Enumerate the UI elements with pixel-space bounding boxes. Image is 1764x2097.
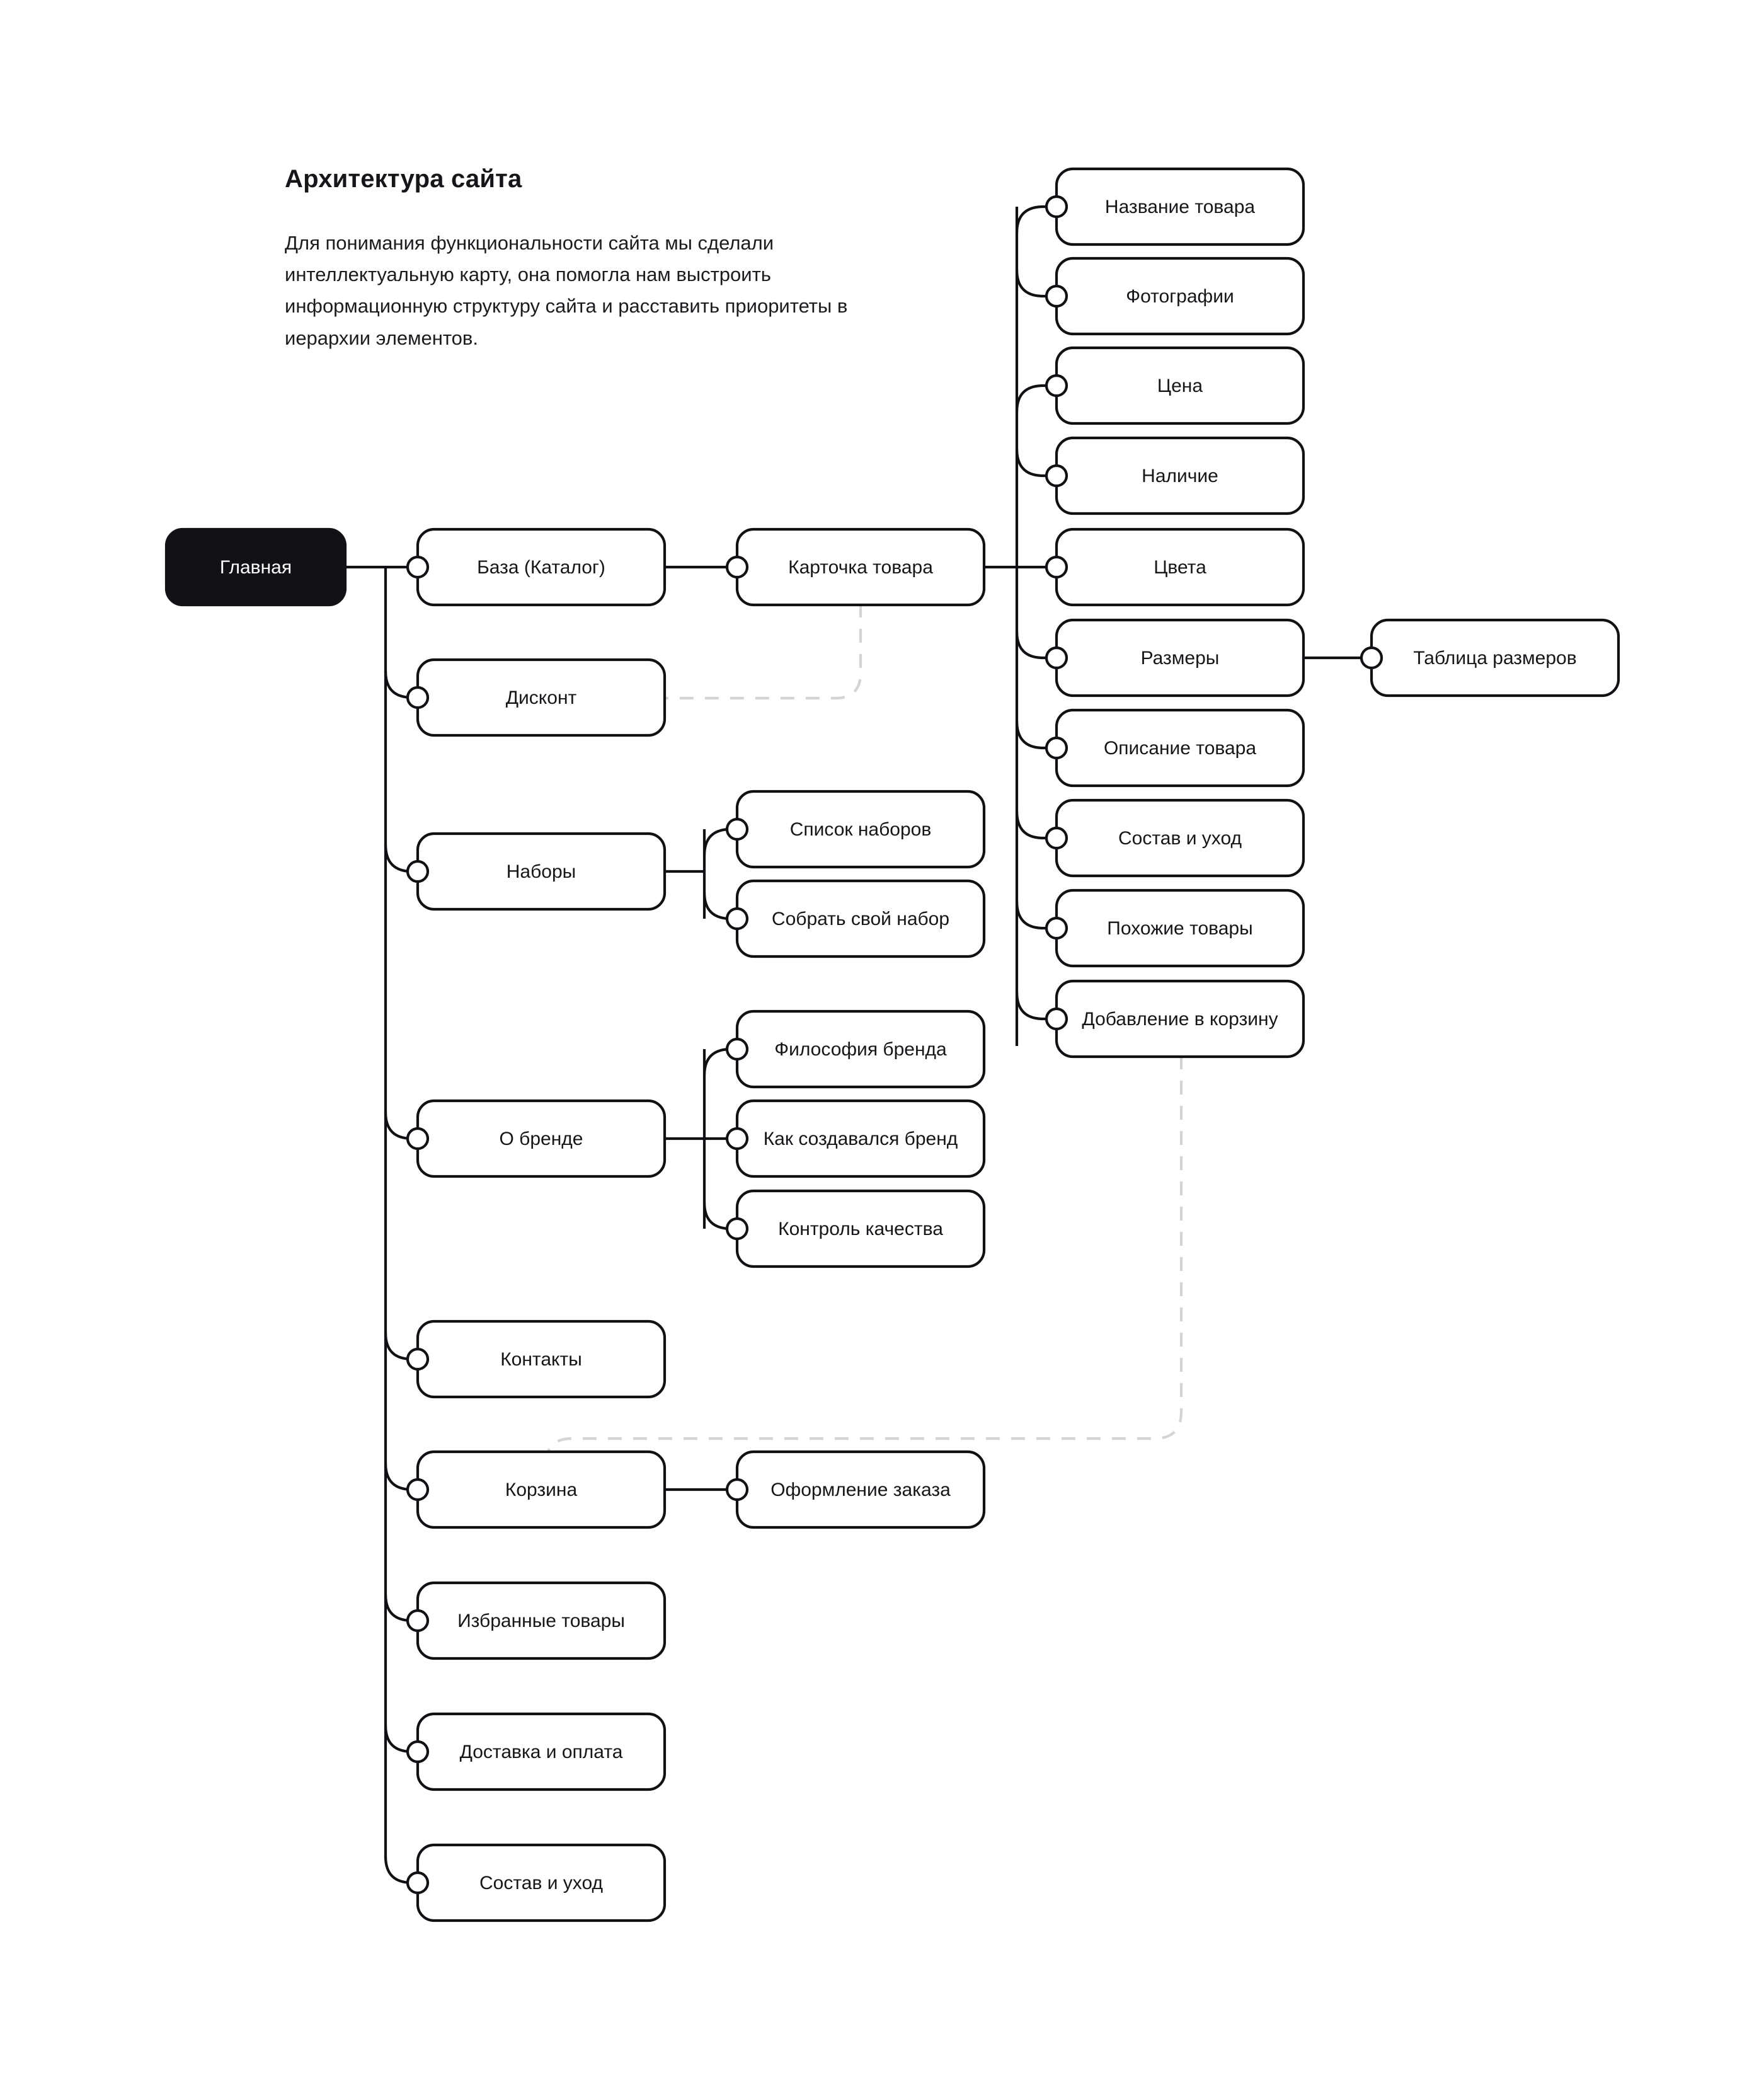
node-cart-label: Корзина (505, 1479, 578, 1500)
node-p-price[interactable]: Цена (1045, 346, 1305, 425)
node-checkout[interactable]: Оформление заказа (725, 1450, 986, 1529)
connector-knob-icon (1045, 1007, 1068, 1031)
node-delivery[interactable]: Доставка и оплата (406, 1712, 667, 1791)
node-about[interactable]: О бренде (406, 1099, 667, 1178)
node-brand-history[interactable]: Как создавался бренд (725, 1099, 986, 1178)
connector-knob-icon (406, 1127, 430, 1151)
connector-knob-icon (1045, 916, 1068, 940)
node-p-stock-label: Наличие (1142, 466, 1218, 486)
node-p-name[interactable]: Название товара (1045, 167, 1305, 246)
node-checkout-label: Оформление заказа (770, 1479, 951, 1500)
node-p-similar[interactable]: Похожие товары (1045, 888, 1305, 968)
connector-knob-icon (725, 1037, 749, 1061)
node-p-similar-label: Похожие товары (1107, 918, 1252, 939)
node-p-sizes[interactable]: Размеры (1045, 618, 1305, 698)
node-size-table-label: Таблица размеров (1413, 648, 1576, 669)
edge-pc-price (1015, 384, 1057, 413)
node-contacts[interactable]: Контакты (406, 1319, 667, 1399)
connector-knob-icon (725, 817, 749, 841)
edge-pc-stock (1015, 448, 1057, 478)
node-catalog-label: База (Каталог) (477, 557, 605, 578)
connector-knob-icon (406, 1740, 430, 1764)
node-p-colors-label: Цвета (1154, 557, 1206, 578)
connector-knob-icon (1045, 464, 1068, 488)
connector-knob-icon (725, 1217, 749, 1241)
node-sets-list[interactable]: Список наборов (725, 790, 986, 869)
node-p-photos[interactable]: Фотографии (1045, 256, 1305, 336)
connector-knob-icon (1045, 195, 1068, 219)
connector-knob-icon (406, 1347, 430, 1371)
node-discount[interactable]: Дисконт (406, 658, 667, 737)
edge-pc-care (1015, 810, 1057, 840)
connector-knob-icon (1045, 646, 1068, 670)
connector-knob-icon (725, 1127, 749, 1151)
node-care-label: Состав и уход (479, 1873, 603, 1893)
node-p-stock[interactable]: Наличие (1045, 436, 1305, 515)
edge-dashed-productcard-discount (665, 604, 862, 700)
node-contacts-label: Контакты (500, 1349, 582, 1370)
edge-pc-similar (1015, 900, 1057, 930)
edge-pc-sizes (1015, 631, 1057, 660)
node-p-price-label: Цена (1157, 376, 1203, 396)
edge-pc-addcart (1015, 991, 1057, 1021)
connector-knob-icon (406, 859, 430, 883)
node-home-label: Главная (220, 557, 292, 578)
connector-knob-icon (406, 686, 430, 710)
connector-knob-icon (1045, 284, 1068, 308)
node-product-card[interactable]: Карточка товара (725, 527, 986, 607)
page-title: Архитектура сайта (285, 165, 522, 193)
connector-knob-icon (725, 555, 749, 579)
node-about-label: О бренде (500, 1129, 583, 1149)
connector-knob-icon (1045, 374, 1068, 398)
node-p-addcart[interactable]: Добавление в корзину (1045, 979, 1305, 1059)
node-product-card-label: Карточка товара (788, 557, 933, 578)
node-p-sizes-label: Размеры (1141, 648, 1220, 669)
node-sets-build[interactable]: Собрать свой набор (725, 879, 986, 958)
node-discount-label: Дисконт (506, 687, 577, 708)
connector-knob-icon (406, 1609, 430, 1633)
node-p-colors[interactable]: Цвета (1045, 527, 1305, 607)
connector-knob-icon (1045, 826, 1068, 850)
node-delivery-label: Доставка и оплата (460, 1742, 623, 1762)
connector-knob-icon (406, 1871, 430, 1895)
node-brand-philosophy-label: Философия бренда (774, 1039, 947, 1060)
node-home-box[interactable] (164, 527, 347, 607)
node-sets-label: Наборы (507, 861, 576, 882)
edge-pc-description (1015, 720, 1057, 750)
node-brand-quality[interactable]: Контроль качества (725, 1189, 986, 1268)
node-p-photos-label: Фотографии (1126, 286, 1234, 307)
node-p-description[interactable]: Описание товара (1045, 708, 1305, 788)
intro-description: Для понимания функциональности сайта мы … (285, 232, 848, 349)
node-p-care[interactable]: Состав и уход (1045, 798, 1305, 878)
connector-knob-icon (725, 1478, 749, 1502)
node-cart[interactable]: Корзина (406, 1450, 667, 1529)
node-care[interactable]: Состав и уход (406, 1843, 667, 1922)
connector-knob-icon (406, 1478, 430, 1502)
node-brand-history-label: Как создавался бренд (764, 1129, 958, 1149)
node-sets-list-label: Список наборов (790, 819, 932, 840)
node-sets-build-label: Собрать свой набор (772, 909, 949, 929)
node-favorites-label: Избранные товары (457, 1611, 625, 1631)
connector-knob-icon (1045, 736, 1068, 760)
node-p-description-label: Описание товара (1104, 738, 1256, 759)
intro-block: Архитектура сайта Для понимания функцион… (285, 165, 902, 354)
node-brand-quality-label: Контроль качества (778, 1219, 943, 1239)
node-size-table[interactable]: Таблица размеров (1360, 618, 1620, 698)
node-brand-philosophy[interactable]: Философия бренда (725, 1009, 986, 1089)
connector-knob-icon (1045, 555, 1068, 579)
node-catalog[interactable]: База (Каталог) (406, 527, 667, 607)
edge-pc-photos (1015, 269, 1057, 298)
node-p-addcart-label: Добавление в корзину (1082, 1009, 1278, 1030)
node-favorites[interactable]: Избранные товары (406, 1581, 667, 1660)
node-home[interactable]: Главная (164, 527, 347, 607)
connector-knob-icon (1360, 646, 1383, 670)
node-p-care-label: Состав и уход (1118, 828, 1242, 849)
node-sets[interactable]: Наборы (406, 832, 667, 911)
edge-pc-name (1015, 205, 1057, 234)
connector-knob-icon (406, 555, 430, 579)
connector-knob-icon (725, 907, 749, 931)
node-p-name-label: Название товара (1105, 197, 1255, 217)
